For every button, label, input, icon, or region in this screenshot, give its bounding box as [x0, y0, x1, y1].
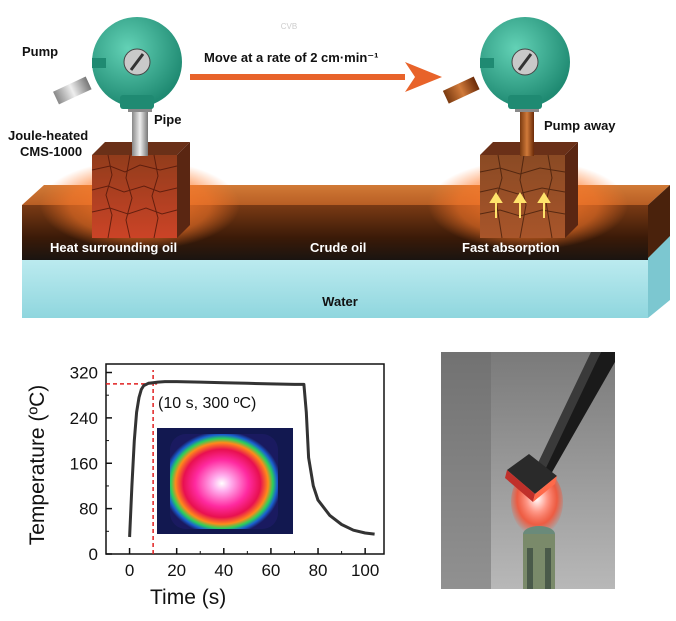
label-crude-oil: Crude oil	[310, 240, 367, 255]
sorbent-cube-right	[479, 142, 578, 239]
y-tick-label: 80	[79, 500, 98, 519]
label-sorbent-1: Joule-heated	[8, 128, 89, 143]
x-tick-label: 80	[309, 561, 328, 580]
label-move-rate: Move at a rate of 2 cm·min⁻¹	[204, 50, 379, 65]
thermal-image-inset	[157, 428, 293, 534]
chart-annotation: (10 s, 300 ºC)	[158, 395, 257, 412]
x-axis-label: Time (s)	[150, 586, 227, 609]
pump-left	[53, 17, 182, 109]
temperature-chart: 0 20 40 60 80 100 0 80 160 240 320	[70, 363, 385, 580]
x-tick-label: 20	[167, 561, 186, 580]
sorbent-cube-left	[91, 142, 190, 239]
y-tick-label: 320	[70, 364, 98, 383]
label-fast-absorption: Fast absorption	[462, 240, 560, 255]
oil-cleanup-schematic	[22, 17, 670, 318]
oil-layer-side	[648, 185, 670, 258]
move-arrow	[190, 62, 442, 92]
pump-right	[442, 17, 570, 109]
x-tick-label: 40	[214, 561, 233, 580]
water-layer	[22, 250, 648, 318]
y-tick-label: 0	[89, 545, 98, 564]
label-pump: Pump	[22, 44, 59, 59]
pipe-left	[132, 108, 148, 156]
flame-photo	[441, 352, 615, 589]
water-layer-side	[648, 232, 670, 318]
label-sorbent-2: CMS-1000	[20, 144, 83, 159]
label-pipe: Pipe	[154, 112, 182, 127]
y-tick-label: 240	[70, 409, 98, 428]
pipe-right	[520, 108, 534, 156]
y-axis-label: Temperature (ºC)	[26, 384, 49, 546]
faint-mark: CVB	[280, 22, 298, 31]
x-tick-label: 100	[351, 561, 379, 580]
label-water: Water	[322, 294, 358, 309]
absorption-arrows	[489, 192, 551, 218]
label-pump-away: Pump away	[544, 118, 616, 133]
plot-frame-box	[105, 363, 385, 555]
x-tick-label: 60	[261, 561, 280, 580]
y-tick-label: 160	[70, 454, 98, 473]
label-heat-oil: Heat surrounding oil	[50, 240, 178, 255]
x-tick-label: 0	[125, 561, 134, 580]
temperature-series-line	[128, 380, 375, 538]
